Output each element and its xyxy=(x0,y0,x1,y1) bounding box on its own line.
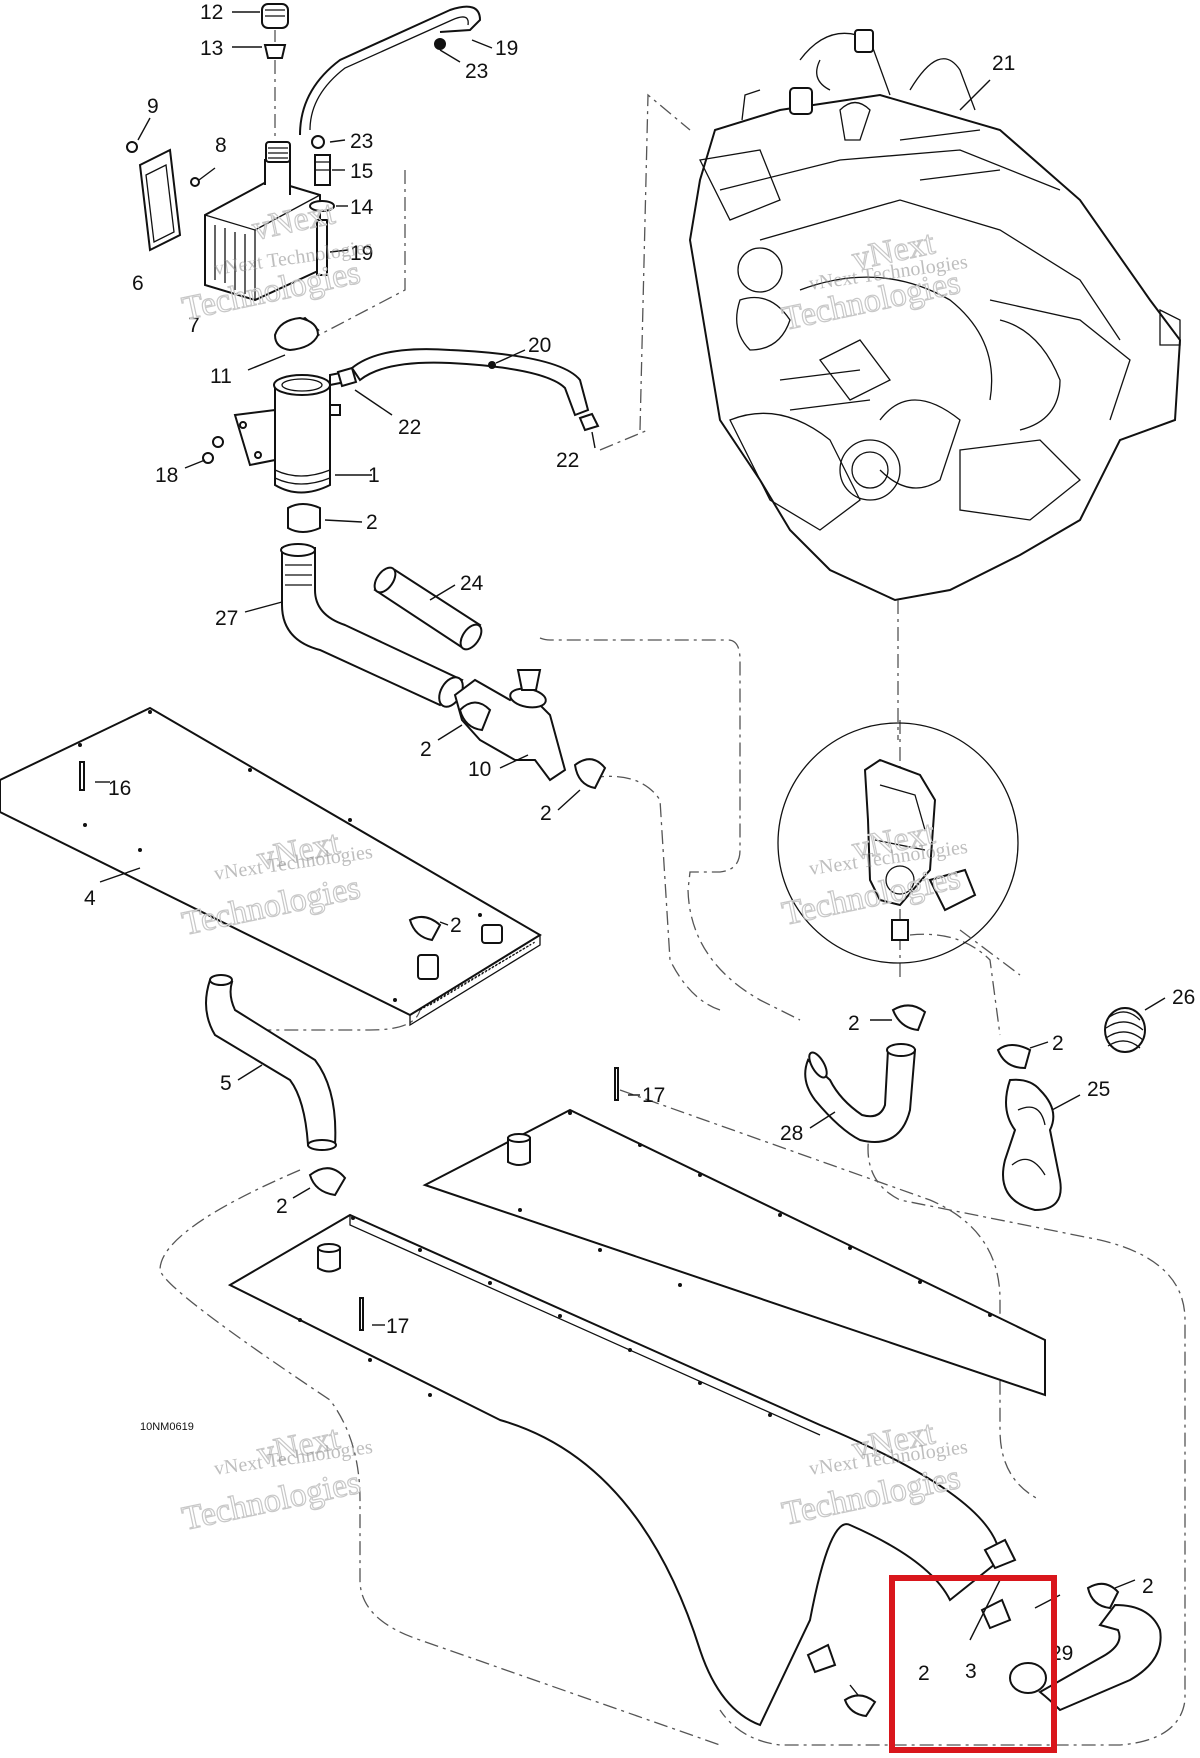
label-5: 5 xyxy=(220,1072,232,1095)
label-19a: 19 xyxy=(495,37,518,60)
tee-cap xyxy=(516,669,542,691)
clamp-23-top xyxy=(434,38,446,50)
label-22a: 22 xyxy=(398,416,421,439)
radiator-upper-plate xyxy=(422,1067,1046,1397)
label-2e: 2 xyxy=(276,1195,288,1218)
clamp-2d xyxy=(408,915,442,942)
screw-18a xyxy=(212,436,224,448)
label-2d: 2 xyxy=(450,914,462,937)
label-16: 16 xyxy=(108,777,131,800)
detail-outlet xyxy=(891,919,909,941)
bracket-6 xyxy=(138,148,182,252)
callout-labels: 12 13 9 8 6 7 19 23 23 15 14 19 11 18 1 … xyxy=(84,1,1195,1685)
leader-2i xyxy=(849,1684,859,1696)
tee-fitting-10 xyxy=(437,669,607,811)
tube-24 xyxy=(373,566,483,651)
label-24: 24 xyxy=(460,572,484,595)
label-9: 9 xyxy=(147,95,159,118)
label-2f: 2 xyxy=(848,1012,860,1035)
clamp-26 xyxy=(1104,997,1166,1053)
label-15: 15 xyxy=(350,160,373,183)
thermostat-detail-circle xyxy=(777,722,1021,976)
hose-19-small xyxy=(316,219,328,276)
rivet-17b xyxy=(359,1297,364,1331)
fitting-22a xyxy=(336,366,358,388)
label-13: 13 xyxy=(200,37,223,60)
label-2i: 2 xyxy=(918,1662,930,1685)
label-12: 12 xyxy=(200,1,223,24)
hose-25 xyxy=(996,1041,1081,1212)
label-28: 28 xyxy=(780,1122,803,1145)
gasket-13 xyxy=(263,44,287,59)
label-3: 3 xyxy=(965,1660,977,1683)
watermark-bottomleft-technologies: Technologies xyxy=(179,1464,364,1538)
clamp-2b xyxy=(458,701,492,732)
rivet-16 xyxy=(79,761,85,791)
clamp-2g xyxy=(996,1044,1032,1070)
label-22b: 22 xyxy=(556,449,579,472)
label-23b: 23 xyxy=(350,130,373,153)
label-18: 18 xyxy=(155,464,178,487)
label-10: 10 xyxy=(468,758,491,781)
clamp-2f xyxy=(891,1004,927,1032)
label-2b: 2 xyxy=(420,738,432,761)
cap-and-gasket xyxy=(232,3,289,140)
label-4: 4 xyxy=(84,887,96,910)
label-1: 1 xyxy=(368,464,380,487)
grommet-14 xyxy=(309,200,335,212)
clamp-2i xyxy=(843,1694,877,1718)
hose-5 xyxy=(205,974,337,1151)
watermark-bottom-left: vNext Technologies vNext Technologies xyxy=(178,1419,374,1539)
label-23a: 23 xyxy=(465,60,488,83)
label-17a: 17 xyxy=(642,1084,665,1107)
label-14: 14 xyxy=(350,196,374,219)
highlight-box xyxy=(889,1575,1057,1753)
clamp-2e xyxy=(292,1167,347,1199)
radiator-3 xyxy=(227,1213,1017,1727)
screw-9 xyxy=(126,141,138,153)
label-26: 26 xyxy=(1172,986,1195,1009)
rivet-17a xyxy=(614,1067,619,1101)
screw-8 xyxy=(190,177,200,187)
label-25: 25 xyxy=(1087,1078,1110,1101)
fitting-22b xyxy=(578,412,600,432)
label-2h: 2 xyxy=(1142,1575,1154,1598)
clamp-23 xyxy=(311,135,325,149)
label-7: 7 xyxy=(188,314,200,337)
clamp-2a xyxy=(287,503,321,533)
label-27: 27 xyxy=(215,607,238,630)
label-2c: 2 xyxy=(540,802,552,825)
label-19b: 19 xyxy=(350,242,373,265)
expansion-tank-1 xyxy=(184,370,372,533)
label-11: 11 xyxy=(210,365,232,388)
hose-20 xyxy=(336,348,600,449)
label-2g: 2 xyxy=(1052,1032,1064,1055)
label-8: 8 xyxy=(215,134,227,157)
label-20: 20 xyxy=(528,334,551,357)
overflow-hose-19 xyxy=(299,5,493,276)
hose-29 xyxy=(969,1579,1162,1712)
label-2a: 2 xyxy=(366,511,378,534)
engine-21 xyxy=(688,29,1182,740)
screw-18b xyxy=(202,452,214,464)
label-6: 6 xyxy=(132,272,144,295)
drawing-code: 10NM0619 xyxy=(140,1421,194,1433)
watermark-engine: vNext Technologies vNext Technologies xyxy=(778,224,969,339)
clamp-2h xyxy=(1086,1582,1120,1610)
label-21: 21 xyxy=(992,52,1015,75)
label-17b: 17 xyxy=(386,1315,409,1338)
radiator-4 xyxy=(0,706,542,1027)
clamp-2c xyxy=(573,758,607,790)
radiator-cap-11 xyxy=(247,316,320,371)
hose-28 xyxy=(804,1004,927,1143)
